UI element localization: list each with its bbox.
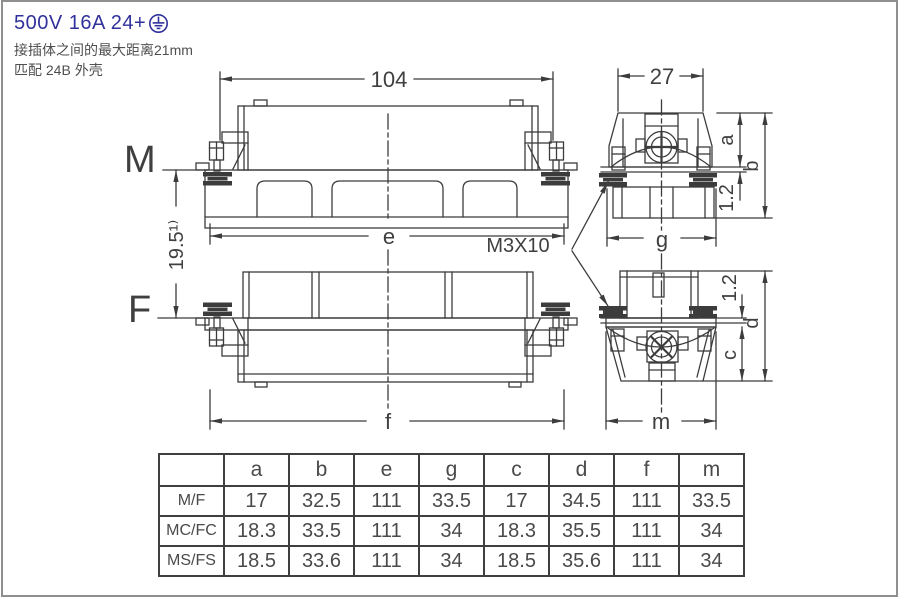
dim-label-27: 27 <box>650 64 674 89</box>
table-cell: 111 <box>353 545 420 577</box>
table-cell: 33.6 <box>288 545 355 577</box>
dim-a-b-flange-top <box>713 112 773 219</box>
table-header-cell: m <box>678 453 745 487</box>
dim-side-width <box>617 68 704 112</box>
table-cell: 35.6 <box>548 545 615 577</box>
dim-label-b: b <box>741 160 763 171</box>
dim-label-m: m <box>652 409 670 434</box>
male-view-label: M <box>124 139 156 181</box>
row-label: M/F <box>158 485 225 517</box>
dim-label-19-5: 19.5¹⁾ <box>166 220 188 271</box>
table-cell: 111 <box>613 515 680 547</box>
dim-label-g: g <box>656 227 668 252</box>
rating-line: 500V 16A 24+ <box>14 12 193 35</box>
dim-m <box>605 331 717 430</box>
table-cell: 33.5 <box>678 485 745 517</box>
table-row: M/F 17 32.5 111 33.5 17 34.5 111 33.5 <box>158 485 745 517</box>
table-cell: 111 <box>353 515 420 547</box>
table-cell: 34 <box>678 515 745 547</box>
table-cell: 34.5 <box>548 485 615 517</box>
table-cell: 34 <box>418 545 485 577</box>
dim-overall-width <box>219 71 554 141</box>
table-cell: 111 <box>353 485 420 517</box>
female-view-label: F <box>128 289 151 331</box>
table-cell: 17 <box>483 485 550 517</box>
table-row: MC/FC 18.3 33.5 111 34 18.3 35.5 111 34 <box>158 515 745 547</box>
table-header-cell <box>158 453 225 487</box>
header: 500V 16A 24+ 接插体之间的最大距离21mm 匹配 24B 外壳 <box>14 12 193 79</box>
table-cell: 34 <box>678 545 745 577</box>
dim-label-d: d <box>741 317 763 328</box>
table-header-cell: c <box>483 453 550 487</box>
table-cell: 34 <box>418 515 485 547</box>
view-male-side <box>599 112 747 219</box>
table-cell: 33.5 <box>418 485 485 517</box>
note-max-distance: 接插体之间的最大距离21mm <box>14 42 193 58</box>
dim-label-e: e <box>383 224 395 249</box>
table-header-row: a b e g c d f m <box>158 453 745 487</box>
table-header-cell: d <box>548 453 615 487</box>
dim-f <box>209 389 565 430</box>
row-label: MS/FS <box>158 545 225 577</box>
dim-label-c: c <box>719 350 741 360</box>
table-cell: 111 <box>613 485 680 517</box>
table-cell: 18.5 <box>223 545 290 577</box>
technical-drawing: M F 104 27 19.5¹⁾ M3X10 e f g m a b 1.2 … <box>124 64 773 434</box>
table-header-cell: b <box>288 453 355 487</box>
rating-text: 500V 16A 24+ <box>14 12 147 34</box>
table-header-cell: a <box>223 453 290 487</box>
dim-label-1-2-bottom: 1.2 <box>719 274 741 302</box>
table-cell: 35.5 <box>548 515 615 547</box>
note-housing-match: 匹配 24B 外壳 <box>14 62 103 78</box>
table-header-cell: e <box>353 453 420 487</box>
dimension-table: a b e g c d f m M/F 17 32.5 111 33.5 17 … <box>158 453 745 577</box>
table-cell: 33.5 <box>288 515 355 547</box>
dim-c-d-flange-bottom <box>697 270 773 382</box>
table-row: MS/FS 18.5 33.6 111 34 18.5 35.6 111 34 <box>158 545 745 577</box>
table-cell: 18.3 <box>483 515 550 547</box>
dim-label-104: 104 <box>371 67 408 92</box>
protective-earth-icon <box>148 13 169 34</box>
table-header-cell: f <box>613 453 680 487</box>
view-female-front <box>195 249 578 411</box>
table-cell: 32.5 <box>288 485 355 517</box>
dim-panel-spacing <box>157 169 208 319</box>
screw-spec-label: M3X10 <box>486 235 549 257</box>
table-header-cell: g <box>418 453 485 487</box>
dim-label-1-2-top: 1.2 <box>716 184 738 212</box>
dim-label-f: f <box>385 409 392 434</box>
dim-label-a: a <box>716 134 738 146</box>
table-cell: 111 <box>613 545 680 577</box>
row-label: MC/FC <box>158 515 225 547</box>
leader-screw-spec <box>571 181 609 307</box>
table-cell: 17 <box>223 485 290 517</box>
view-male-front <box>195 99 578 229</box>
dim-e <box>209 223 565 245</box>
table-cell: 18.3 <box>223 515 290 547</box>
table-cell: 18.5 <box>483 545 550 577</box>
